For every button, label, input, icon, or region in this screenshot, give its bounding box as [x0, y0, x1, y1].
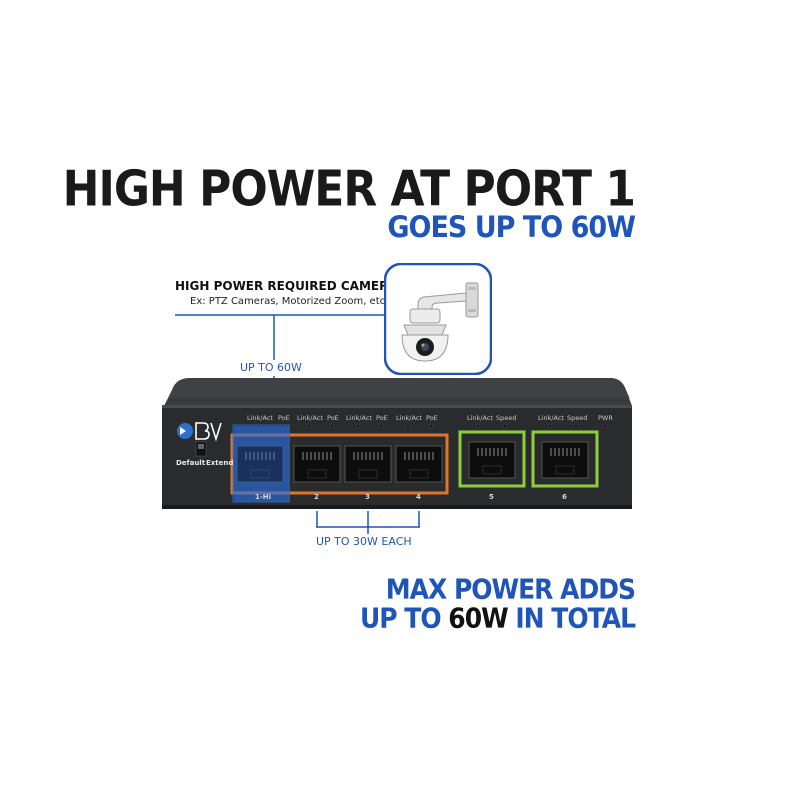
led-label: Link/Act: [247, 414, 273, 422]
port-number: 1-Hi: [255, 493, 272, 501]
led-label: Speed: [496, 414, 517, 422]
headline-title: HIGH POWER AT PORT 1: [62, 160, 636, 218]
port-number: 3: [365, 493, 370, 501]
camera-subtitle: Ex: PTZ Cameras, Motorized Zoom, etc.: [190, 296, 389, 307]
port-5-jack: [468, 441, 516, 479]
led-label: PoE: [426, 414, 438, 422]
led-label: Link/Act: [396, 414, 422, 422]
port1-power-label: UP TO 60W: [240, 361, 302, 374]
ports-2-4-power-label: UP TO 30W EACH: [316, 535, 412, 548]
led-label: Link/Act: [467, 414, 493, 422]
led-label: Link/Act: [346, 414, 372, 422]
total-power-line2: UP TO 60W IN TOTAL: [0, 601, 636, 635]
led-label: PoE: [376, 414, 388, 422]
led-label: Link/Act: [297, 414, 323, 422]
port-2-jack: [293, 445, 341, 483]
total-power-line1: MAX POWER ADDS: [385, 572, 636, 606]
ptz-camera-illustration: [384, 263, 492, 375]
led-label: PWR: [598, 414, 613, 422]
port-3-jack: [344, 445, 392, 483]
port-number: 2: [314, 493, 319, 501]
port-4-jack: [395, 445, 443, 483]
port1-highlight: [234, 426, 290, 502]
total-suffix: IN TOTAL: [507, 601, 636, 635]
camera-title: HIGH POWER REQUIRED CAMERA: [175, 279, 398, 293]
total-prefix: UP TO: [359, 601, 449, 635]
extend-label: Extend: [206, 459, 234, 467]
port-number: 5: [489, 493, 494, 501]
led-label: PoE: [278, 414, 290, 422]
led-label: PoE: [327, 414, 339, 422]
led-label: Speed: [567, 414, 588, 422]
port-number: 6: [562, 493, 567, 501]
default-label: Default: [176, 459, 206, 467]
headline-subtitle: GOES UP TO 60W: [387, 210, 636, 245]
port-6-jack: [541, 441, 589, 479]
port-number: 4: [416, 493, 421, 501]
total-emphasis: 60W: [448, 601, 508, 635]
led-label: Link/Act: [538, 414, 564, 422]
